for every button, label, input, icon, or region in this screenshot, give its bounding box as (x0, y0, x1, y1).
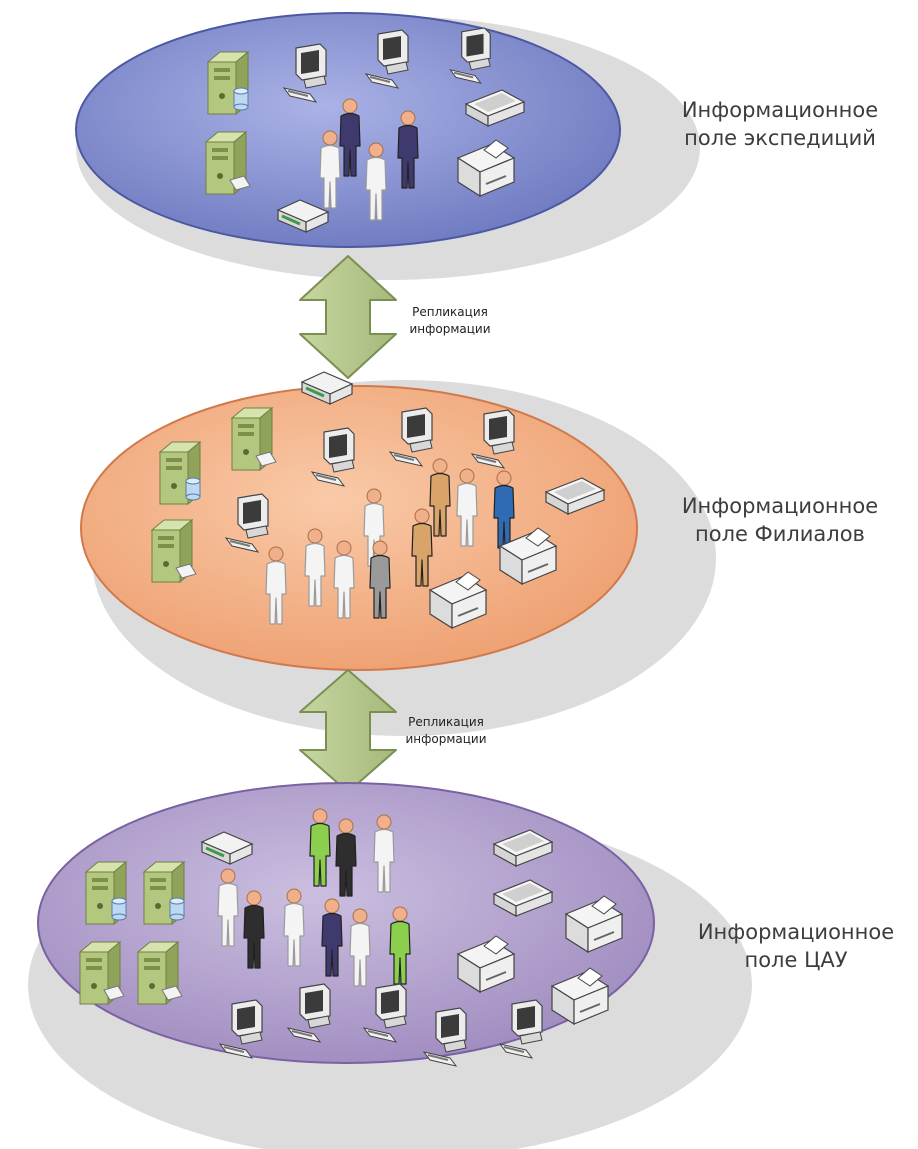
scanner-icon (492, 829, 554, 868)
zone-branches-label-line2: поле Филиалов (695, 522, 865, 546)
zone-tsau-label-line1: Информационное (697, 920, 895, 944)
workstation-icon (364, 29, 409, 89)
database-icon (185, 477, 201, 501)
replication-label-top: Репликация информации (380, 304, 520, 338)
printer-icon (456, 139, 516, 198)
workstation-icon (286, 983, 331, 1043)
server-icon (206, 50, 250, 116)
printer-icon (564, 895, 624, 954)
person-icon (309, 808, 331, 887)
printer-icon (550, 967, 610, 1026)
printer-icon (456, 935, 516, 994)
scanner-icon (492, 879, 554, 918)
person-icon (335, 818, 357, 897)
document-icon (175, 563, 197, 579)
workstation-icon (362, 983, 407, 1043)
zone-tsau-icons (78, 808, 624, 1067)
person-icon (283, 888, 305, 967)
person-icon (369, 540, 391, 619)
zone-branches-label: Информационное поле Филиалов (660, 492, 900, 548)
printer-icon (498, 527, 558, 586)
person-icon (319, 130, 341, 209)
zone-expeditions (75, 12, 700, 280)
zone-branches (80, 371, 716, 736)
server-icon (230, 406, 277, 472)
zone-branches-plate (80, 385, 638, 671)
scanner-icon (544, 477, 606, 516)
workstation-icon (218, 999, 263, 1059)
person-icon (456, 468, 478, 547)
server-icon (136, 940, 183, 1006)
database-icon (111, 897, 127, 921)
replication-label-bottom-line1: Репликация (408, 715, 484, 729)
server-icon (142, 860, 186, 926)
zone-expeditions-label-line2: поле экспедиций (684, 126, 876, 150)
replication-label-top-line1: Репликация (412, 305, 488, 319)
zone-expeditions-label: Информационное поле экспедиций (660, 96, 900, 152)
server-icon (84, 860, 128, 926)
person-icon (339, 98, 361, 177)
server-icon (78, 940, 125, 1006)
replication-label-top-line2: информации (409, 322, 491, 336)
zone-branches-icons (150, 371, 606, 630)
zone-tsau-label-line2: поле ЦАУ (744, 948, 848, 972)
replication-arrow-top-shape (299, 255, 397, 379)
zone-expeditions-label-line1: Информационное (681, 98, 879, 122)
server-icon (150, 518, 197, 584)
zone-expeditions-icons (204, 27, 526, 233)
replication-label-bottom-line2: информации (405, 732, 487, 746)
scanner-icon (464, 89, 526, 128)
workstation-icon (310, 427, 355, 487)
workstation-icon (224, 493, 269, 553)
database-icon (169, 897, 185, 921)
network-switch-icon (300, 371, 354, 405)
person-icon (217, 868, 239, 947)
person-icon (333, 540, 355, 619)
workstation-icon (388, 407, 433, 467)
printer-icon (428, 571, 488, 630)
person-icon (373, 814, 395, 893)
person-icon (265, 546, 287, 625)
person-icon (411, 508, 433, 587)
document-icon (161, 985, 183, 1001)
server-icon (204, 130, 251, 196)
zone-branches-label-line1: Информационное (681, 494, 879, 518)
person-icon (389, 906, 411, 985)
network-switch-icon (276, 199, 330, 233)
person-icon (304, 528, 326, 607)
person-icon (493, 470, 515, 549)
document-icon (103, 985, 125, 1001)
workstation-icon (422, 1007, 467, 1067)
workstation-icon (282, 43, 327, 103)
network-switch-icon (200, 831, 254, 865)
person-icon (429, 458, 451, 537)
zone-tsau (28, 782, 752, 1149)
workstation-icon (498, 999, 543, 1059)
zone-tsau-label: Информационное поле ЦАУ (676, 918, 916, 974)
replication-arrow-top (299, 255, 397, 379)
document-icon (255, 451, 277, 467)
person-icon (349, 908, 371, 987)
person-icon (321, 898, 343, 977)
workstation-icon (449, 27, 491, 84)
person-icon (397, 110, 419, 189)
replication-label-bottom: Репликация информации (376, 714, 516, 748)
document-icon (229, 175, 251, 191)
server-icon (158, 440, 202, 506)
database-icon (233, 87, 249, 111)
person-icon (365, 142, 387, 221)
workstation-icon (470, 409, 515, 469)
person-icon (243, 890, 265, 969)
